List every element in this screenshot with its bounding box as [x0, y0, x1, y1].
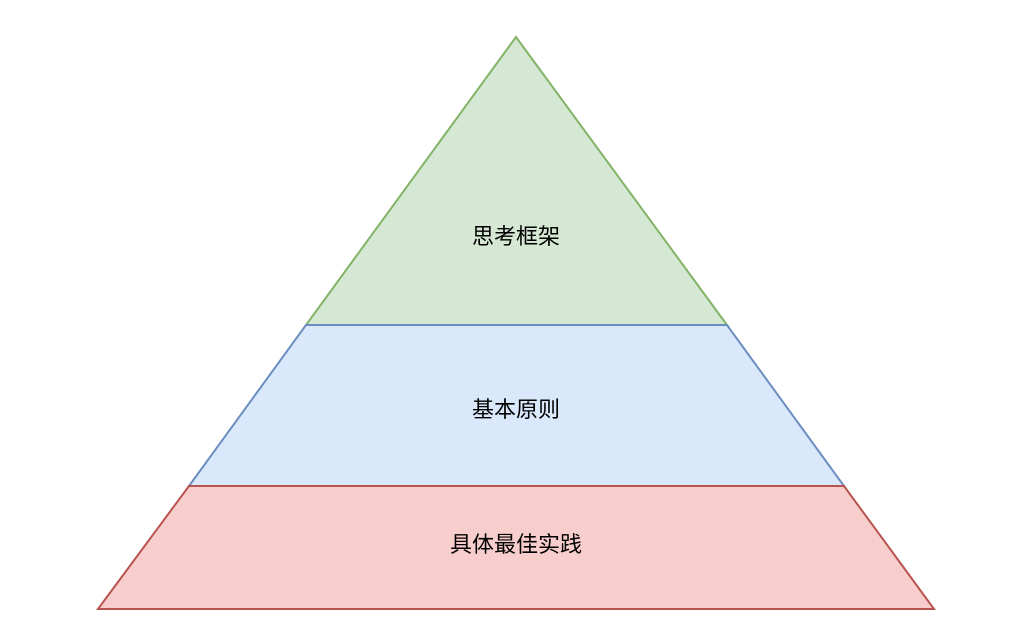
pyramid-layer-top-shape	[304, 35, 729, 326]
pyramid-layer-bottom: 具体最佳实践	[96, 485, 936, 610]
pyramid-layer-top: 思考框架	[304, 35, 729, 326]
pyramid-layer-middle: 基本原则	[187, 324, 846, 487]
pyramid-layer-top-label: 思考框架	[472, 225, 560, 250]
pyramid-layer-bottom-label: 具体最佳实践	[450, 533, 582, 558]
pyramid-layer-middle-label: 基本原则	[472, 398, 560, 423]
pyramid-layer-bottom-shape	[96, 485, 936, 610]
